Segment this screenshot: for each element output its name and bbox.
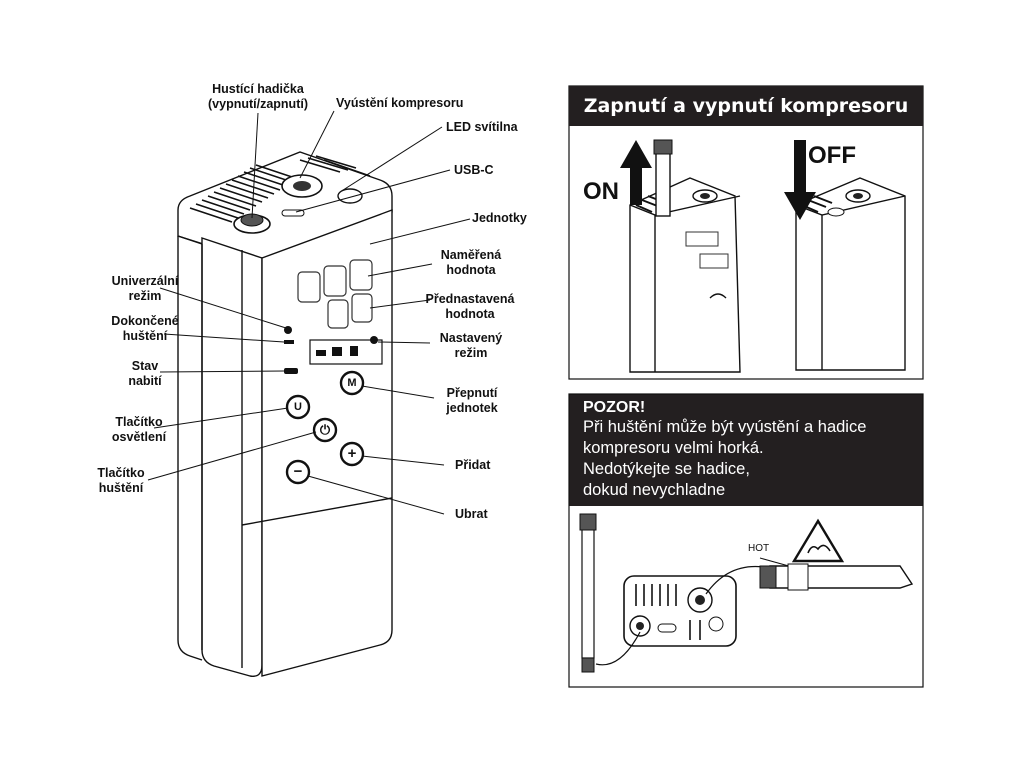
warning-panel-frame: [568, 393, 924, 688]
subtract-button: [285, 459, 311, 485]
warning-title: POZOR!: [583, 399, 646, 416]
label-subtract: Ubrat: [455, 507, 488, 521]
on-device: [629, 177, 741, 373]
warning-line-4: dokud nevychladne: [583, 481, 726, 499]
hose-vertical: [581, 527, 595, 659]
inflate-button-glyph[interactable]: ⏻: [319, 422, 331, 437]
label-hose: Hustící hadička(vypnutí/zapnutí): [208, 82, 308, 111]
add-button: [339, 441, 365, 467]
warning-line-1: Při huštění může být vyústění a hadice: [583, 418, 867, 436]
label-outlet: Vyústění kompresoru: [336, 96, 464, 110]
label-led: LED svítilna: [446, 120, 518, 134]
on-arrow: [620, 140, 652, 205]
inflate-button: [312, 417, 338, 443]
off-label: OFF: [808, 142, 856, 169]
device-body-side: [261, 208, 393, 677]
done-icon: [284, 340, 294, 344]
mode-icons-strip: [309, 339, 383, 365]
off-arrow: [784, 140, 816, 220]
add-button-glyph[interactable]: +: [347, 445, 357, 462]
light-button: [285, 394, 311, 420]
lcd-display: [297, 259, 373, 329]
label-add: Přidat: [455, 458, 491, 472]
warning-line-3: Nedotýkejte se hadice,: [583, 460, 750, 478]
led-light: [337, 188, 363, 204]
hot-label: HOT: [748, 543, 770, 554]
unit-switch-glyph[interactable]: M: [347, 377, 357, 389]
warning-line-2: kompresoru velmi horká.: [583, 439, 764, 457]
unit-switch-button: [339, 370, 365, 396]
label-usbc: USB-C: [454, 163, 494, 177]
off-device: [795, 177, 906, 371]
light-button-glyph[interactable]: U: [294, 401, 302, 413]
on-label: ON: [583, 178, 619, 205]
label-units: Jednotky: [472, 211, 527, 225]
subtract-button-glyph[interactable]: −: [293, 463, 303, 480]
device-top-cap: [177, 151, 393, 263]
warning-header: POZOR! Při huštění může být vyústění a h…: [569, 394, 923, 506]
charge-icon: [284, 368, 298, 374]
onoff-title: Zapnutí a vypnutí kompresoru: [569, 86, 923, 126]
hot-warning-icon: [791, 518, 845, 563]
